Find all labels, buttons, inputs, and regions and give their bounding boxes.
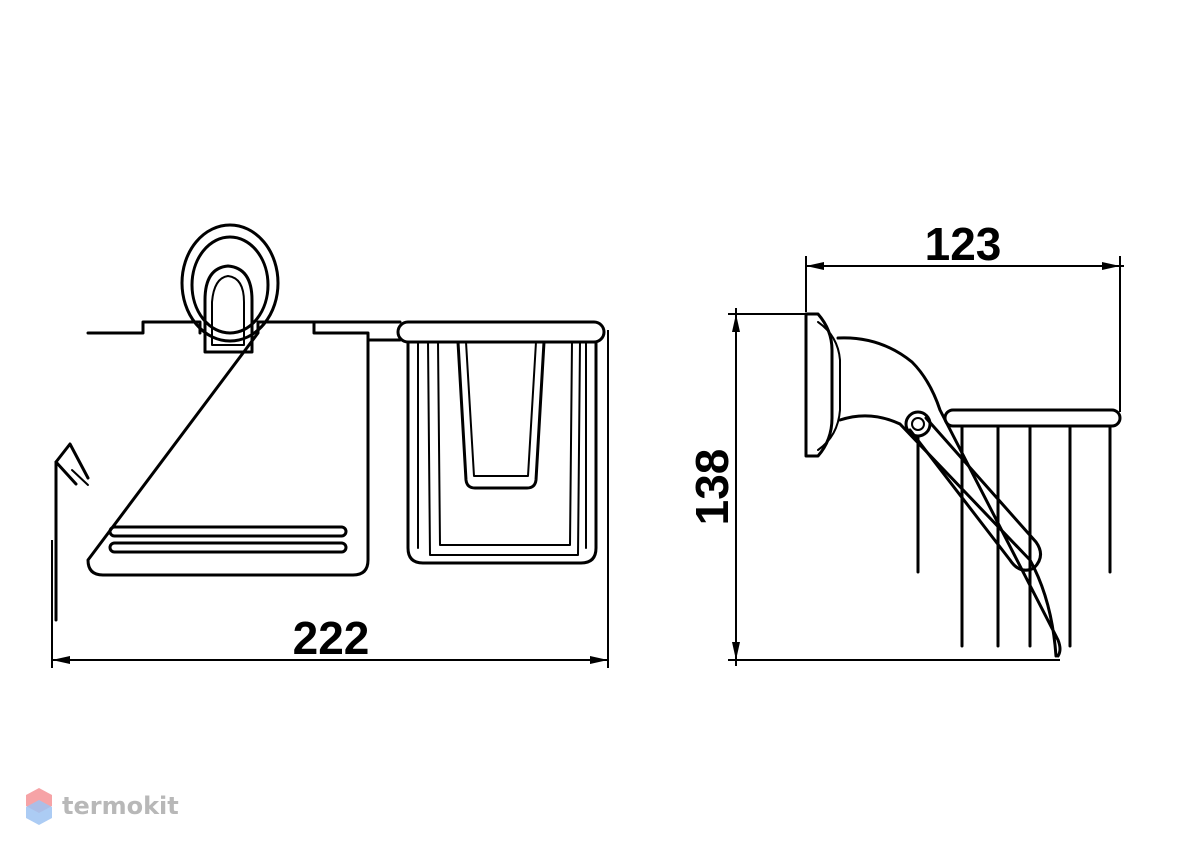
cover-plate — [86, 320, 370, 577]
side-arm — [54, 442, 90, 622]
basket-wires — [916, 424, 1112, 648]
height-dimension-label: 138 — [686, 449, 738, 526]
side-view: 123 138 — [686, 218, 1124, 666]
depth-dimension-label: 123 — [925, 218, 1002, 270]
top-rail — [312, 320, 402, 342]
wire-basket — [396, 320, 606, 565]
pivot-joint — [904, 410, 932, 438]
width-dimension: 222 — [51, 330, 609, 668]
height-dimension: 138 — [686, 308, 1060, 666]
depth-dimension: 123 — [805, 218, 1124, 412]
watermark: termokit — [24, 786, 179, 826]
watermark-text: termokit — [62, 792, 179, 820]
wall-flange — [804, 312, 834, 458]
hinged-flap — [908, 416, 1042, 572]
termokit-logo-icon — [26, 788, 52, 825]
basket-top — [943, 408, 1122, 428]
width-dimension-label: 222 — [293, 612, 370, 664]
mount-ring — [180, 223, 280, 354]
front-view: 222 — [51, 223, 609, 668]
cover-slots — [108, 525, 348, 554]
curved-arm — [836, 336, 1062, 658]
